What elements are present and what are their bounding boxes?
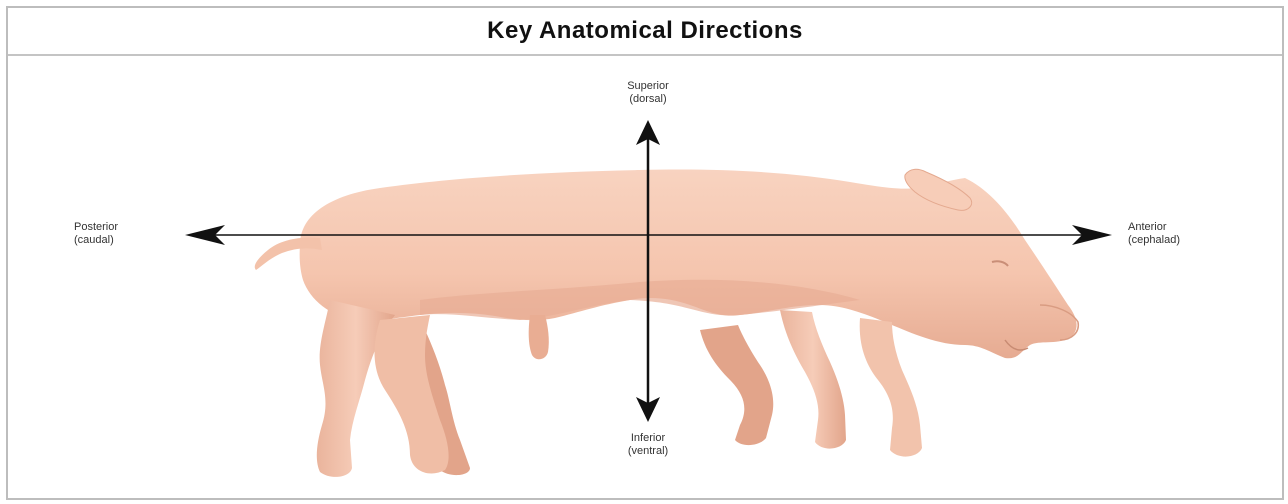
pig-near-fore-leg-2: [860, 318, 922, 457]
label-superior: Superior (dorsal): [598, 80, 698, 106]
superior-alt: (dorsal): [598, 93, 698, 106]
posterior-term: Posterior: [74, 221, 179, 234]
label-posterior: Posterior (caudal): [74, 221, 179, 247]
superior-term: Superior: [598, 80, 698, 93]
pig-teat: [529, 315, 549, 359]
inferior-alt: (ventral): [598, 445, 698, 458]
inferior-term: Inferior: [598, 432, 698, 445]
anterior-term: Anterior: [1128, 221, 1248, 234]
pig-near-fore-leg: [780, 310, 846, 449]
anterior-alt: (cephalad): [1128, 234, 1248, 247]
posterior-alt: (caudal): [74, 234, 179, 247]
label-inferior: Inferior (ventral): [598, 432, 698, 458]
pig-far-fore-leg: [700, 325, 773, 445]
pig-illustration: [255, 169, 1079, 477]
label-anterior: Anterior (cephalad): [1128, 221, 1248, 247]
